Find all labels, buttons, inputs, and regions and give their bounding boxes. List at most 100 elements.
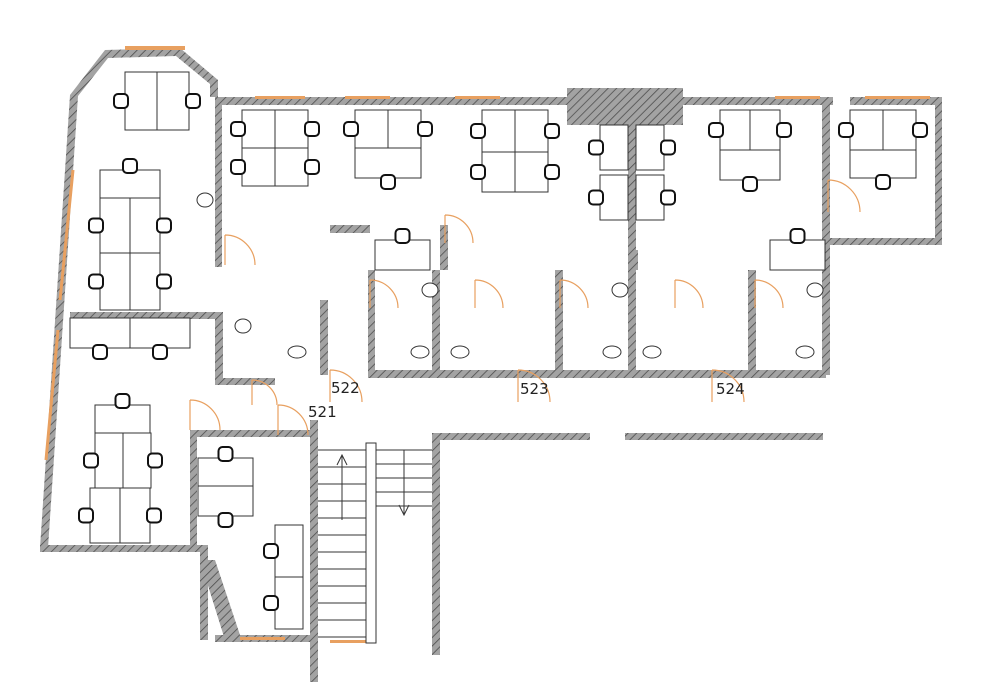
wall <box>320 300 328 375</box>
desk <box>94 404 151 434</box>
wall <box>218 97 568 105</box>
door-swing <box>189 399 221 431</box>
wall <box>828 238 942 245</box>
desk <box>635 174 665 221</box>
wall <box>190 430 310 437</box>
door-swing <box>827 179 861 213</box>
office-chair <box>394 228 411 244</box>
sink-icon <box>806 282 824 298</box>
desk <box>481 151 516 193</box>
door-swing <box>754 279 784 309</box>
office-chair <box>92 344 108 360</box>
office-chair <box>380 174 396 190</box>
office-chair <box>544 164 560 180</box>
toilet-icon <box>450 345 470 359</box>
office-chair <box>185 93 201 109</box>
office-chair <box>742 176 758 192</box>
office-chair <box>114 393 131 409</box>
door-swing <box>517 369 551 403</box>
desk <box>387 109 422 149</box>
room-labels: 521 522 523 524 <box>308 379 745 421</box>
sink-icon <box>421 282 439 298</box>
office-chair <box>776 122 792 138</box>
wall <box>630 250 638 270</box>
wall <box>440 433 590 440</box>
door-swing <box>711 369 745 403</box>
toilet-icon <box>602 345 622 359</box>
office-chair <box>838 122 854 138</box>
desk <box>274 109 309 149</box>
desk <box>124 71 158 131</box>
desk <box>99 197 131 254</box>
window <box>240 637 285 640</box>
office-chair <box>147 452 163 469</box>
desk <box>129 252 161 311</box>
wall <box>200 545 208 640</box>
window <box>345 96 390 99</box>
door-swing <box>251 379 278 406</box>
wall <box>683 97 833 105</box>
desk <box>129 197 161 254</box>
desk <box>94 432 124 489</box>
up-arrow-icon <box>336 453 348 520</box>
sink-icon <box>611 282 629 298</box>
doors <box>189 179 861 436</box>
office-chair <box>156 273 172 290</box>
office-chair <box>660 139 676 156</box>
desk <box>514 109 549 153</box>
desk <box>599 124 629 171</box>
room-label-521: 521 <box>308 403 337 421</box>
office-chair <box>263 543 279 559</box>
wall <box>310 420 318 682</box>
wall <box>625 433 823 440</box>
stair-rail <box>365 442 377 644</box>
office-chair <box>152 344 168 360</box>
room-label-523: 523 <box>520 380 549 398</box>
office-chair <box>263 595 279 611</box>
wall <box>190 430 197 550</box>
desk <box>89 487 121 544</box>
window <box>58 169 75 301</box>
desk <box>849 109 884 151</box>
desk <box>599 174 629 221</box>
office-chair <box>304 121 320 137</box>
wall <box>215 97 222 267</box>
wall <box>748 270 756 378</box>
furniture <box>69 71 928 630</box>
desk <box>719 109 751 151</box>
desk <box>274 576 304 630</box>
desk <box>119 487 151 544</box>
desk <box>99 252 131 311</box>
room-label-522: 522 <box>331 379 360 397</box>
door-swing <box>444 214 474 244</box>
office-chair <box>88 217 104 234</box>
toilet-icon <box>642 345 662 359</box>
desk <box>374 239 431 271</box>
window <box>44 329 60 461</box>
door-swing <box>369 279 399 309</box>
wall <box>432 270 440 370</box>
wall <box>822 97 830 375</box>
wall <box>368 370 826 378</box>
office-chair <box>146 507 162 524</box>
desk <box>122 432 152 489</box>
windows <box>44 46 930 643</box>
desk <box>354 109 389 149</box>
desk <box>129 317 191 349</box>
toilet-icon <box>410 345 430 359</box>
office-chair <box>156 217 172 234</box>
down-arrow-icon <box>398 450 410 517</box>
desk <box>514 151 549 193</box>
staircase <box>318 442 432 644</box>
office-chair <box>470 123 486 139</box>
wall <box>70 312 215 319</box>
office-chair <box>912 122 928 138</box>
wall <box>555 270 563 378</box>
desk <box>197 485 254 517</box>
office-chair <box>343 121 359 137</box>
desk <box>849 149 917 179</box>
desk <box>274 524 304 578</box>
desk <box>769 239 826 271</box>
wall <box>215 312 223 382</box>
window <box>455 96 500 99</box>
